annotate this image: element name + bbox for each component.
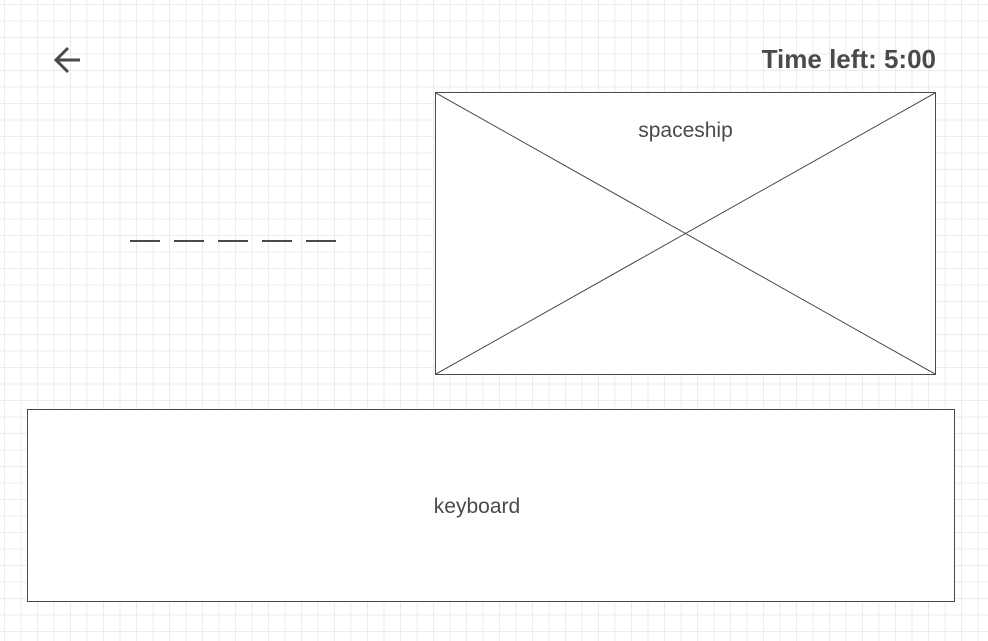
- keyboard-label: keyboard: [433, 494, 521, 518]
- timer-text: Time left: 5:00: [761, 44, 936, 74]
- letter-blank: [306, 240, 336, 242]
- placeholder-cross: [436, 93, 935, 374]
- spaceship-label: spaceship: [638, 119, 733, 142]
- arrow-left-icon: [53, 46, 80, 74]
- word-blanks: [130, 240, 336, 242]
- keyboard-area[interactable]: keyboard: [27, 409, 955, 602]
- letter-blank: [218, 240, 248, 242]
- letter-blank: [174, 240, 204, 242]
- letter-blank: [130, 240, 160, 242]
- letter-blank: [262, 240, 292, 242]
- spaceship-image-placeholder: spaceship: [435, 92, 936, 375]
- back-button[interactable]: [50, 42, 88, 78]
